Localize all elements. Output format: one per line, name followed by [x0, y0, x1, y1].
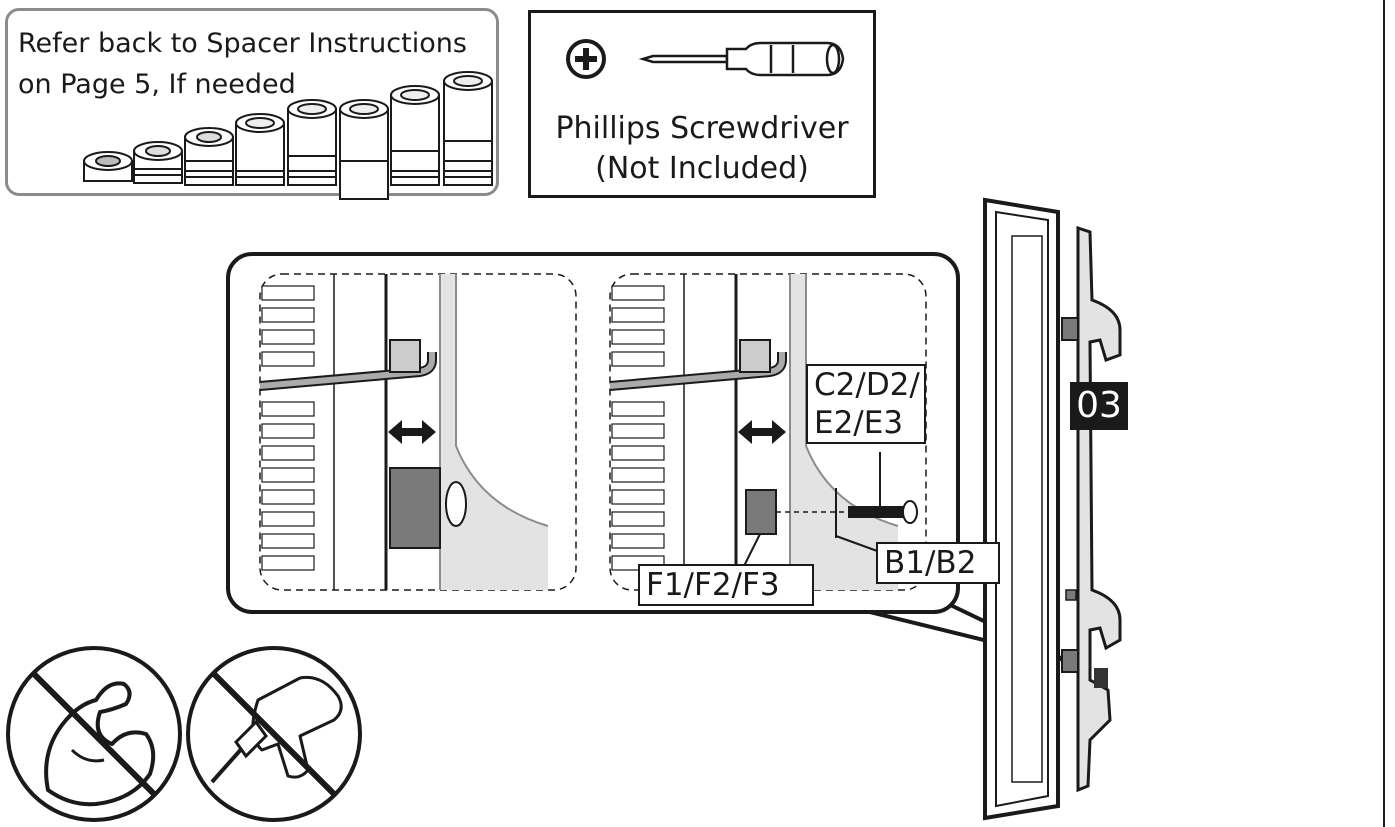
mount-spacer-bottom — [1062, 650, 1078, 672]
spacer-block — [390, 468, 440, 548]
bolt-head — [903, 501, 917, 523]
wall-mount-plate — [1078, 228, 1120, 790]
spacer-parts-label: F1/F2/F3 — [638, 564, 814, 606]
bracket-parts-line2: E2/E3 — [814, 404, 918, 442]
washer-parts-label: B1/B2 — [876, 542, 1000, 584]
detail-callout: C2/D2/ E2/E3 F1/F2/F3 B1/B2 — [226, 252, 960, 614]
tv-vent-slats — [1012, 236, 1042, 782]
spacer-outline — [746, 490, 776, 534]
hdmi-plug-icon — [390, 340, 420, 372]
no-force-icon — [8, 648, 180, 820]
bracket-parts-label: C2/D2/ E2/E3 — [806, 364, 926, 444]
bolt-shaft — [848, 506, 904, 518]
no-power-drill-icon — [188, 648, 360, 820]
warning-icons — [0, 640, 380, 827]
hdmi-plug-icon-2 — [740, 340, 770, 372]
bracket-parts-line1: C2/D2/ — [814, 366, 918, 404]
step-number-badge: 03 — [1070, 382, 1128, 430]
mount-spacer-top — [1062, 318, 1078, 340]
detail-view-without-spacer — [260, 274, 576, 590]
